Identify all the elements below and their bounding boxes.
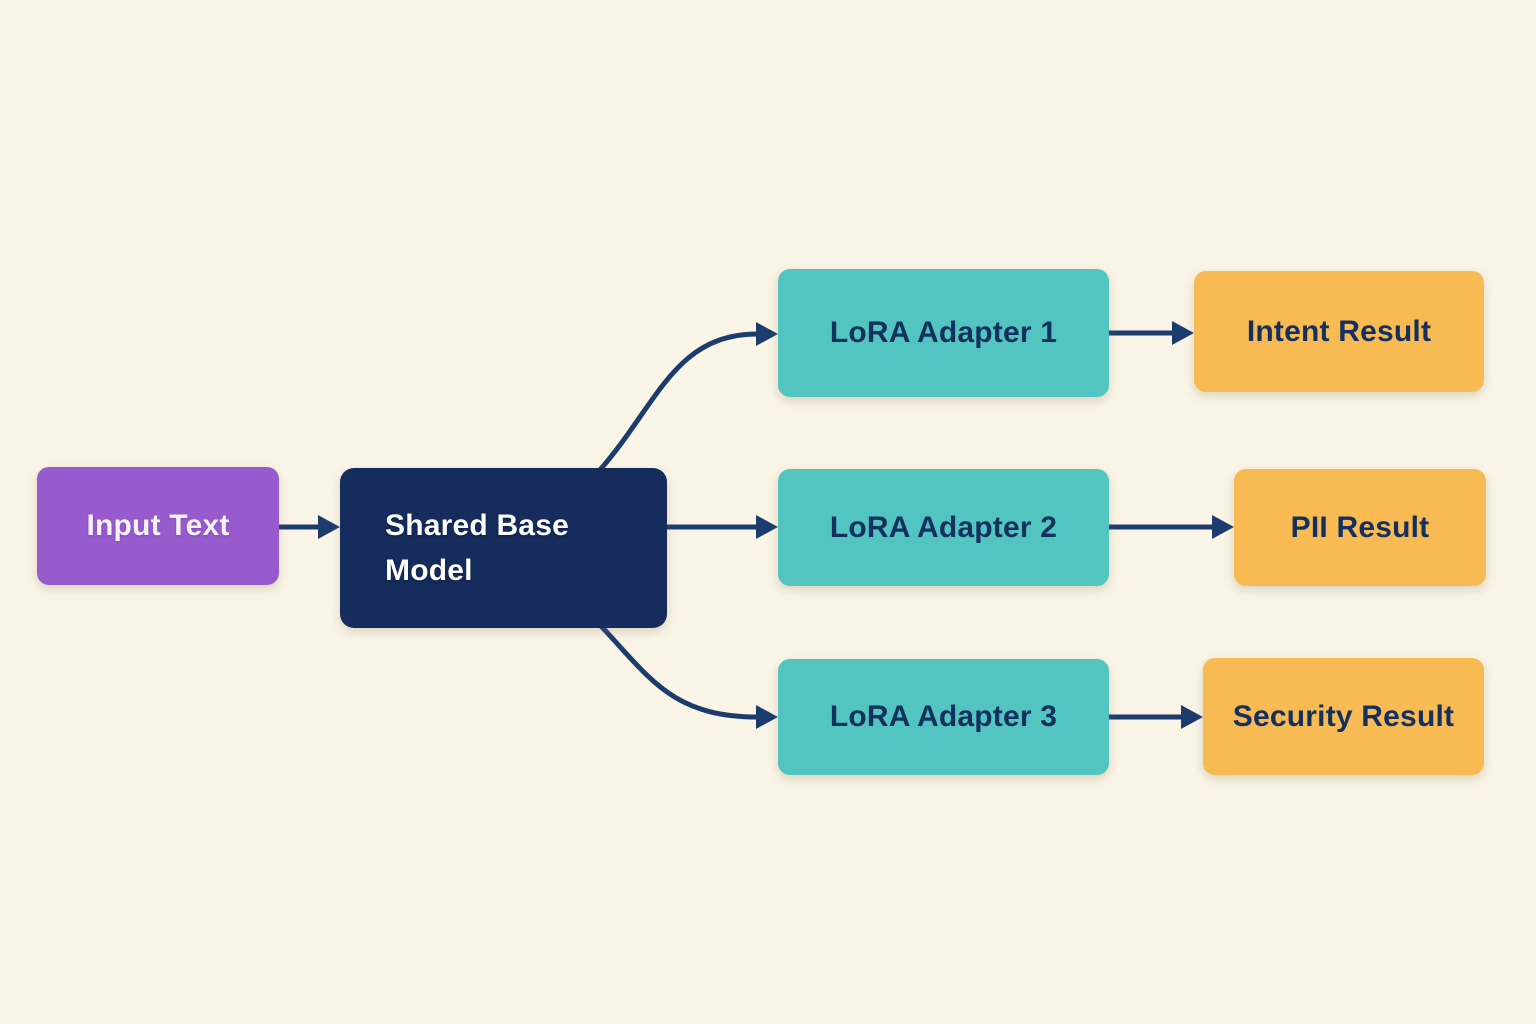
node-lora-adapter-3: LoRA Adapter 3 bbox=[778, 659, 1109, 775]
node-lora-adapter-2-label: LoRA Adapter 2 bbox=[829, 510, 1058, 544]
node-input-text-label: Input Text bbox=[86, 509, 230, 542]
arrowhead-base-to-adapter2 bbox=[756, 515, 778, 539]
node-intent-result: Intent Result bbox=[1194, 271, 1484, 392]
node-intent-result-label: Intent Result bbox=[1246, 314, 1432, 348]
node-lora-adapter-2: LoRA Adapter 2 bbox=[778, 469, 1109, 586]
node-lora-adapter-3-label: LoRA Adapter 3 bbox=[829, 700, 1058, 733]
arrowhead-adapter2-to-pii bbox=[1212, 515, 1234, 539]
edge-base-to-adapter3 bbox=[598, 623, 761, 720]
node-security-result-label: Security Result bbox=[1232, 699, 1455, 733]
node-pii-result: PII Result bbox=[1234, 469, 1486, 586]
node-input-text: Input Text bbox=[37, 467, 279, 585]
arrowhead-base-to-adapter1 bbox=[756, 322, 778, 346]
arrowhead-input-to-base bbox=[318, 515, 340, 539]
arrowhead-adapter3-to-security bbox=[1181, 705, 1203, 729]
node-lora-adapter-1: LoRA Adapter 1 bbox=[778, 269, 1109, 397]
node-pii-result-label: PII Result bbox=[1290, 510, 1430, 544]
node-shared-base-model: Shared Base Model bbox=[340, 468, 667, 628]
arrowhead-base-to-adapter3 bbox=[756, 705, 778, 729]
arrowhead-adapter1-to-intent bbox=[1172, 321, 1194, 345]
node-lora-adapter-1-label: LoRA Adapter 1 bbox=[829, 316, 1058, 349]
node-shared-base-model-label: Shared Base Model bbox=[385, 509, 569, 587]
edge-base-to-adapter1 bbox=[596, 331, 761, 474]
node-security-result: Security Result bbox=[1203, 658, 1484, 775]
